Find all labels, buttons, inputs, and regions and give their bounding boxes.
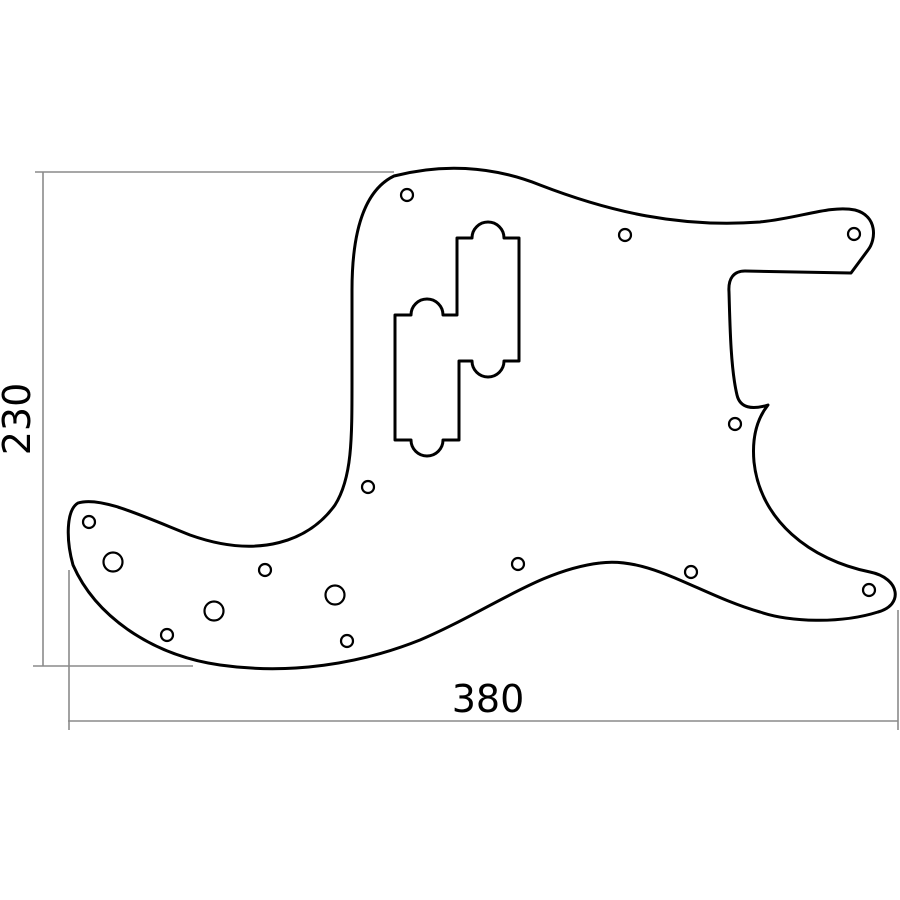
- pickup-cavity: [393, 220, 521, 458]
- control-hole-icon: [102, 551, 124, 573]
- screw-hole-icon: [81, 514, 97, 530]
- control-holes: [102, 551, 346, 622]
- control-hole-icon: [324, 584, 346, 606]
- width-label: 380: [452, 677, 525, 721]
- screw-hole-icon: [510, 556, 526, 572]
- screw-hole-icon: [617, 227, 633, 243]
- screw-holes: [81, 187, 877, 649]
- height-label: 230: [0, 383, 39, 456]
- control-hole-icon: [203, 600, 225, 622]
- screw-hole-icon: [861, 582, 877, 598]
- pickguard-outline: [66, 166, 897, 671]
- screw-hole-icon: [846, 226, 862, 242]
- screw-hole-icon: [339, 633, 355, 649]
- dimension-lines: [33, 171, 899, 730]
- screw-hole-icon: [727, 416, 743, 432]
- screw-hole-icon: [257, 562, 273, 578]
- screw-hole-icon: [159, 627, 175, 643]
- screw-hole-icon: [683, 564, 699, 580]
- screw-hole-icon: [399, 187, 415, 203]
- screw-hole-icon: [360, 479, 376, 495]
